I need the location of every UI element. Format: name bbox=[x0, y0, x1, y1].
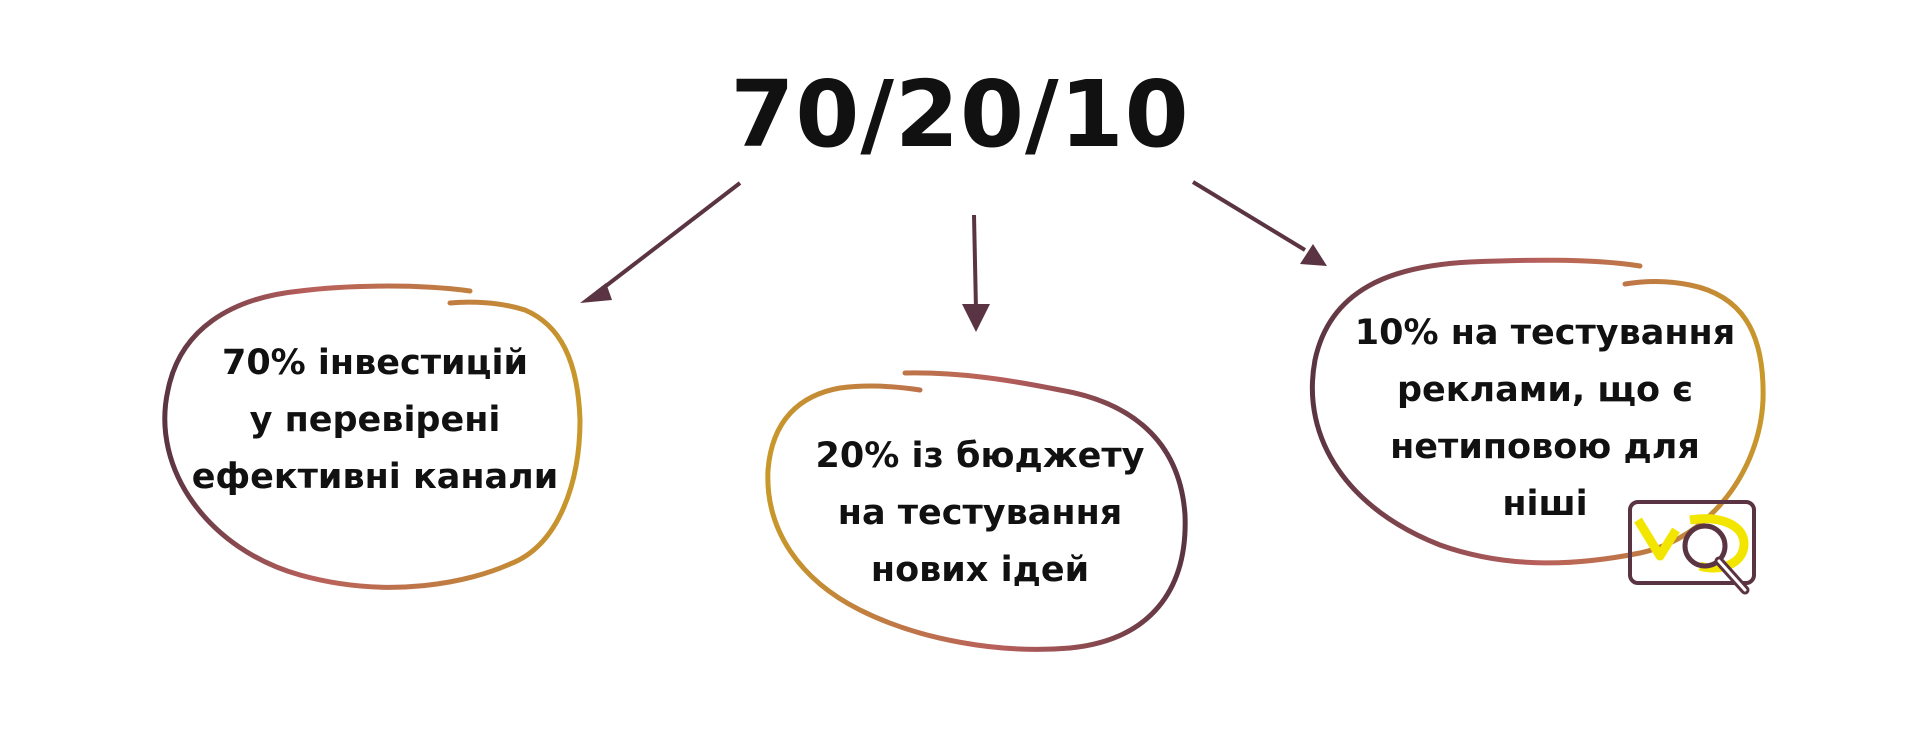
node-70-text: 70% інвестицій у перевірені ефективні ка… bbox=[170, 335, 580, 506]
node-20-line-2: на тестування bbox=[837, 493, 1123, 533]
node-10-line-4: ніші bbox=[1502, 484, 1588, 524]
bubble-3-outline bbox=[1309, 257, 1766, 566]
diagram-title: 70/20/10 bbox=[730, 61, 1190, 168]
node-20-line-3: нових ідей bbox=[870, 550, 1090, 590]
node-10-line-2: реклами, що є bbox=[1396, 370, 1694, 410]
arrow-center bbox=[962, 214, 990, 332]
node-10-text: 10% на тестування реклами, що є нетипово… bbox=[1335, 305, 1755, 533]
magnifier-logo-icon bbox=[1628, 500, 1756, 595]
node-70-line-1: 70% інвестицій bbox=[221, 343, 529, 383]
node-20-text: 20% із бюджету на тестування нових ідей bbox=[775, 428, 1185, 599]
node-10-line-1: 10% на тестування bbox=[1354, 313, 1736, 353]
node-70-line-3: ефективні канали bbox=[191, 457, 559, 497]
node-70-line-2: у перевірені bbox=[249, 400, 501, 440]
node-10-line-3: нетиповою для bbox=[1390, 427, 1700, 467]
node-20-line-1: 20% із бюджету bbox=[815, 436, 1145, 476]
arrow-right bbox=[1191, 180, 1327, 266]
bubble-2-outline bbox=[765, 370, 1188, 652]
bubble-1-outline bbox=[162, 283, 583, 590]
arrow-left bbox=[580, 181, 742, 303]
